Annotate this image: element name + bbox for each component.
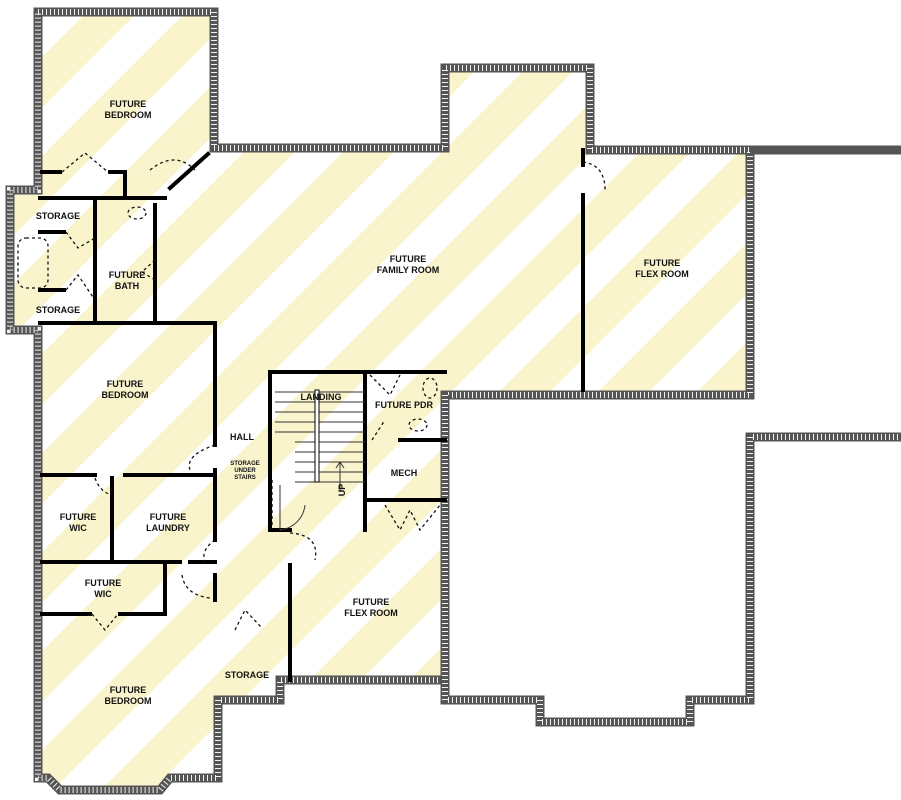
- room-label-line: STORAGE: [36, 211, 80, 221]
- room-label-line: FUTURE: [109, 270, 146, 280]
- room-label-line: STORAGE: [230, 461, 260, 467]
- room-label-line: BEDROOM: [105, 110, 152, 120]
- room-label-line: WIC: [69, 523, 87, 533]
- exterior-walls: [5, 7, 901, 795]
- room-label-storage-bottom: STORAGE: [225, 670, 269, 680]
- stairs: [275, 389, 365, 492]
- room-label-line: FUTURE: [150, 512, 187, 522]
- room-label-line: FUTURE: [107, 379, 144, 389]
- fixtures: [17, 206, 438, 432]
- room-label-line: LAUNDRY: [146, 523, 190, 533]
- room-label-line: FLEX ROOM: [635, 269, 689, 279]
- room-label-line: FUTURE: [644, 258, 681, 268]
- room-label-mech: MECH: [391, 468, 418, 478]
- room-label-line: BATH: [115, 281, 139, 291]
- room-label-storage-lower: STORAGE: [36, 305, 80, 315]
- room-label-landing: LANDING: [301, 392, 342, 402]
- room-label-line: FUTURE: [110, 99, 147, 109]
- room-label-line: HALL: [230, 432, 254, 442]
- room-label-line: UNDER: [234, 468, 256, 474]
- room-label-line: WIC: [94, 589, 112, 599]
- room-label-line: FUTURE: [110, 685, 147, 695]
- room-label-line: MECH: [391, 468, 418, 478]
- stair-up-label: UP: [337, 484, 347, 497]
- room-label-future-pdr: FUTURE PDR: [375, 400, 433, 410]
- room-label-line: STORAGE: [225, 670, 269, 680]
- room-label-line: FUTURE: [85, 578, 122, 588]
- room-label-line: FUTURE: [60, 512, 97, 522]
- room-label-line: LANDING: [301, 392, 342, 402]
- room-label-line: STORAGE: [36, 305, 80, 315]
- door-swings: [61, 152, 606, 632]
- room-label-line: BEDROOM: [102, 390, 149, 400]
- interior-walls: [38, 148, 585, 682]
- room-label-line: FUTURE PDR: [375, 400, 433, 410]
- room-label-line: FUTURE: [353, 597, 390, 607]
- room-label-line: STAIRS: [234, 475, 256, 481]
- room-label-storage-upper: STORAGE: [36, 211, 80, 221]
- room-label-line: BEDROOM: [105, 696, 152, 706]
- room-label-hall: HALL: [230, 432, 254, 442]
- room-label-line: FLEX ROOM: [344, 608, 398, 618]
- room-label-line: UP: [337, 484, 347, 497]
- room-label-line: FAMILY ROOM: [377, 265, 440, 275]
- room-label-line: FUTURE: [390, 254, 427, 264]
